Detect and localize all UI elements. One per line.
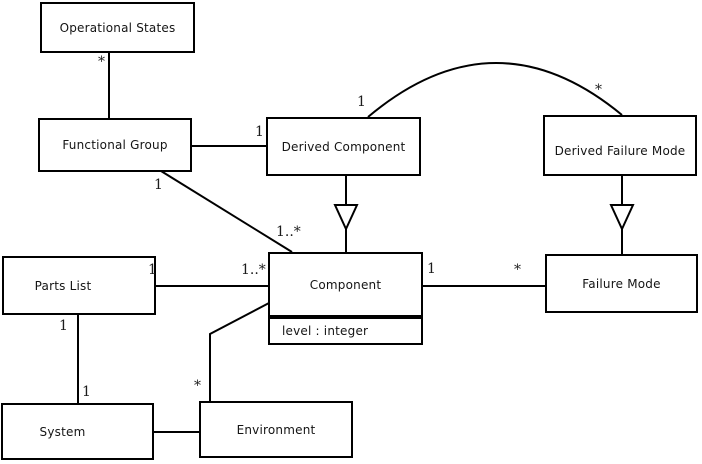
multiplicity-label: 1 [82, 384, 91, 400]
multiplicity-label: * [98, 54, 105, 70]
association-arc-dc-dfm [367, 62, 623, 118]
multiplicity-label: 1 [154, 177, 163, 193]
class-failure-mode: Failure Mode [545, 254, 698, 313]
attribute-label: level : integer [282, 324, 369, 338]
class-functional-group: Functional Group [38, 118, 192, 172]
generalization-triangle-icon [609, 204, 635, 232]
class-operational-states: Operational States [40, 2, 195, 53]
class-derived-component: Derived Component [266, 117, 421, 176]
class-component-attributes: level : integer [268, 317, 423, 345]
class-name: Derived Component [281, 139, 406, 154]
multiplicity-label: * [194, 378, 201, 394]
multiplicity-label: 1 [148, 262, 157, 278]
multiplicity-label: 1..* [276, 224, 301, 240]
class-parts-list: Parts List [2, 256, 156, 315]
class-name: System [39, 424, 86, 439]
association-component-environment [209, 302, 270, 402]
generalization-triangle-icon [333, 204, 359, 232]
class-name: Operational States [59, 20, 176, 35]
class-name: Component [309, 277, 382, 292]
multiplicity-label: 1..* [241, 262, 266, 278]
multiplicity-label: 1 [357, 94, 366, 110]
class-name: Functional Group [62, 138, 168, 152]
class-name: Parts List [34, 278, 92, 293]
multiplicity-label: * [514, 262, 521, 278]
multiplicity-label: 1 [59, 318, 68, 334]
class-name: Derived Failure Mode [554, 143, 686, 158]
class-name: Environment [236, 422, 316, 437]
multiplicity-label: 1 [427, 261, 436, 277]
class-system: System [1, 403, 154, 460]
class-derived-failure-mode: Derived Failure Mode [543, 115, 697, 176]
association-fg-component [160, 170, 293, 253]
multiplicity-label: 1 [255, 124, 264, 140]
class-name: Failure Mode [582, 276, 661, 291]
class-environment: Environment [199, 401, 353, 458]
class-component: Component [268, 252, 423, 317]
multiplicity-label: * [595, 82, 602, 98]
